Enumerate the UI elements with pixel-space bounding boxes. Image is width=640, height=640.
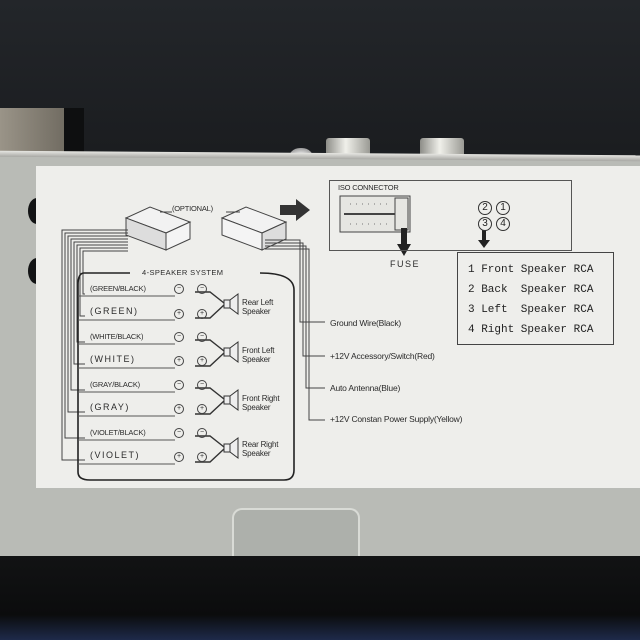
wire-label-violet-black: (VIOLET/BLACK)	[90, 428, 146, 437]
minus-symbol: −	[174, 332, 184, 342]
rca-legend-item-3: 3 Left Speaker RCA	[468, 304, 594, 316]
chassis-tab	[232, 508, 360, 560]
antenna-wire-label: Auto Antenna(Blue)	[330, 383, 401, 393]
accessory-wire-label: +12V Accessory/Switch(Red)	[330, 351, 435, 361]
iso-connector-title: ISO CONNECTOR	[338, 183, 399, 192]
minus-symbol: −	[197, 284, 207, 294]
plus-symbol: +	[197, 356, 207, 366]
wire-label-violet: (VIOLET)	[90, 450, 141, 460]
fuse-label: FUSE	[390, 259, 421, 269]
minus-symbol: −	[197, 332, 207, 342]
plus-symbol: +	[197, 404, 207, 414]
minus-symbol: −	[197, 380, 207, 390]
constant-power-wire-label: +12V Constan Power Supply(Yellow)	[330, 414, 463, 424]
rca-number-4: 4	[496, 217, 510, 231]
bottom-dark-area	[0, 556, 640, 640]
ground-wire-label: Ground Wire(Black)	[330, 318, 402, 328]
rca-number-1: 1	[496, 201, 510, 215]
minus-symbol: −	[197, 428, 207, 438]
bracket-shadow	[64, 108, 84, 156]
wire-label-gray: (GRAY)	[90, 402, 130, 412]
plus-symbol: +	[174, 452, 184, 462]
plus-symbol: +	[174, 404, 184, 414]
rca-number-3: 3	[478, 217, 492, 231]
minus-symbol: −	[174, 380, 184, 390]
rca-legend-box: 1 Front Speaker RCA 2 Back Speaker RCA 3…	[457, 252, 614, 345]
minus-symbol: −	[174, 428, 184, 438]
wire-label-green: (GREEN)	[90, 306, 139, 316]
speaker-system-title: 4-SPEAKER SYSTEM	[136, 268, 230, 277]
dark-background	[0, 0, 640, 150]
optional-label: (OPTIONAL)	[172, 204, 213, 213]
wire-label-white-black: (WHITE/BLACK)	[90, 332, 144, 341]
wire-label-green-black: (GREEN/BLACK)	[90, 284, 146, 293]
wire-label-white: (WHITE)	[90, 354, 136, 364]
iso-connector-box	[329, 180, 572, 251]
wire-label-gray-black: (GRAY/BLACK)	[90, 380, 140, 389]
metal-bracket	[0, 108, 68, 156]
rca-legend-item-2: 2 Back Speaker RCA	[468, 284, 594, 296]
plus-symbol: +	[197, 452, 207, 462]
rca-legend-item-4: 4 Right Speaker RCA	[468, 324, 594, 336]
plus-symbol: +	[174, 356, 184, 366]
rca-legend-item-1: 1 Front Speaker RCA	[468, 264, 594, 276]
minus-symbol: −	[174, 284, 184, 294]
rca-number-2: 2	[478, 201, 492, 215]
plus-symbol: +	[174, 309, 184, 319]
plus-symbol: +	[197, 309, 207, 319]
